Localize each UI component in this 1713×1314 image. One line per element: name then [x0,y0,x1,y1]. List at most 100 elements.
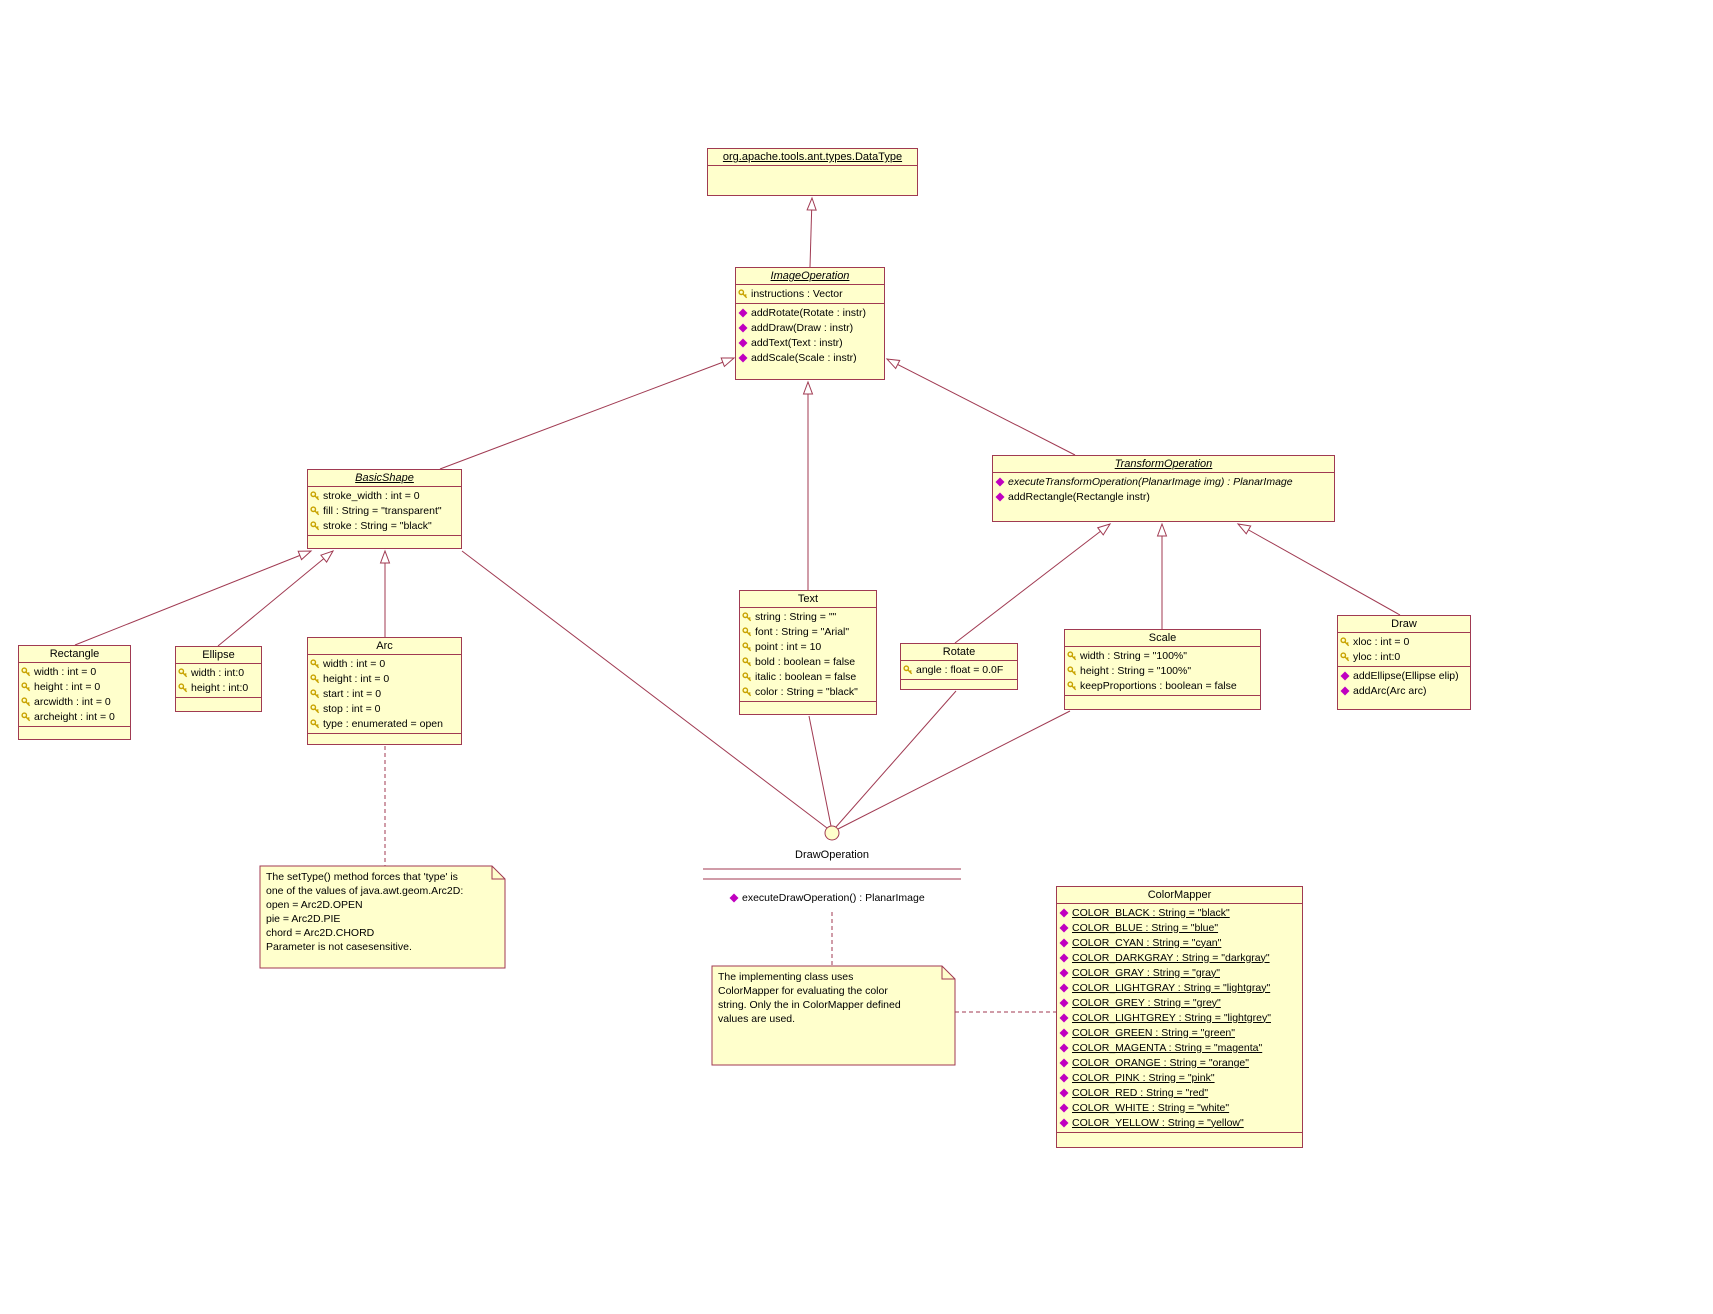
method-compartment: addEllipse(Ellipse elip)addArc(Arc arc) [1338,666,1470,709]
attribute-compartment: width : String = "100%"height : String =… [1065,646,1260,695]
attribute-row: stroke_width : int = 0 [308,488,461,503]
attribute-row: archeight : int = 0 [19,709,130,724]
attribute-row: width : int = 0 [308,656,461,671]
attribute-key-icon [21,681,31,691]
method-row: executeTransformOperation(PlanarImage im… [993,474,1334,489]
method-diamond-icon [729,893,739,903]
attribute-row: height : String = "100%" [1065,663,1260,678]
attribute-label: width : int = 0 [34,665,97,678]
class-name: TransformOperation [1114,458,1213,470]
attribute-row: angle : float = 0.0F [901,662,1017,677]
colormapper-note-fold-icon [941,966,955,980]
method-row: addScale(Scale : instr) [736,350,884,365]
attribute-label: stroke : String = "black" [323,519,432,532]
attribute-row: xloc : int = 0 [1338,634,1470,649]
method-row: addEllipse(Ellipse elip) [1338,668,1470,683]
attribute-row: COLOR_PINK : String = "pink" [1057,1070,1302,1085]
edge-imageoperation-datatype [806,196,817,268]
attribute-label: font : String = "Arial" [755,625,850,638]
method-diamond-icon [995,492,1005,501]
colormapper-note[interactable]: The implementing class uses ColorMapper … [718,971,901,1025]
empty-compartment [1057,1132,1302,1147]
attribute-label: instructions : Vector [751,287,843,300]
attribute-key-icon [1067,665,1077,675]
class-name: ColorMapper [1147,889,1212,901]
attribute-label: color : String = "black" [755,685,858,698]
attribute-key-icon [310,490,320,500]
attribute-row: yloc : int:0 [1338,649,1470,664]
attribute-label: height : int = 0 [323,672,390,685]
method-row: addRotate(Rotate : instr) [736,305,884,320]
attribute-label: width : int:0 [191,666,245,679]
attribute-key-icon [738,288,748,298]
attribute-key-icon [742,656,752,666]
arc-note-fold-icon [491,866,505,880]
method-label: addScale(Scale : instr) [751,351,857,364]
edge-basicshape-drawoperation [461,550,828,829]
method-diamond-icon [738,338,748,347]
attribute-row: stroke : String = "black" [308,518,461,533]
interface-drawoperation-label[interactable]: DrawOperation [795,849,869,861]
edge-rotate-drawoperation [835,690,957,828]
attribute-label: string : String = "" [755,610,837,623]
attribute-label: width : int = 0 [323,657,386,670]
class-name: org.apache.tools.ant.types.DataType [722,151,903,163]
attribute-key-icon [742,686,752,696]
edge-basicshape-imageoperation [439,357,736,470]
method-diamond-icon [1059,968,1069,977]
attribute-row: width : int = 0 [19,664,130,679]
attribute-key-icon [742,641,752,651]
attribute-label: keepProportions : boolean = false [1080,679,1237,692]
attribute-key-icon [742,626,752,636]
attribute-key-icon [1067,680,1077,690]
interface-lollipop-icon[interactable] [824,825,840,841]
arc-note[interactable]: The setType() method forces that 'type' … [266,871,464,953]
attribute-label: COLOR_GREEN : String = "green" [1072,1026,1235,1039]
attribute-row: COLOR_RED : String = "red" [1057,1085,1302,1100]
attribute-compartment: string : String = "" font : String = "Ari… [740,607,876,701]
method-row: addDraw(Draw : instr) [736,320,884,335]
class-name: Draw [1391,618,1417,630]
edge-ellipse-basicshape [217,550,335,647]
attribute-label: stop : int = 0 [323,702,381,715]
class-name: BasicShape [355,472,414,484]
edge-text-drawoperation [808,715,832,827]
attribute-label: arcwidth : int = 0 [34,695,111,708]
method-row: addRectangle(Rectangle instr) [993,489,1334,504]
method-row: addText(Text : instr) [736,335,884,350]
attribute-row: point : int = 10 [740,639,876,654]
attribute-label: COLOR_CYAN : String = "cyan" [1072,936,1222,949]
method-diamond-icon [1059,1028,1069,1037]
edge-rotate-transformoperation [954,523,1112,644]
class-transformoperation[interactable]: TransformOperation executeTransformOperat… [992,455,1335,522]
attribute-label: archeight : int = 0 [34,710,115,723]
attribute-row: height : int:0 [176,680,261,695]
empty-compartment [1065,695,1260,709]
attribute-key-icon [903,664,913,674]
attribute-key-icon [310,703,320,713]
empty-compartment [176,697,261,711]
class-name: Arc [376,640,393,652]
method-diamond-icon [738,353,748,362]
method-diamond-icon [738,323,748,332]
attribute-key-icon [742,671,752,681]
class-datatype[interactable]: org.apache.tools.ant.types.DataType [707,148,918,196]
attribute-row: COLOR_LIGHTGRAY : String = "lightgray" [1057,980,1302,995]
method-label: addRectangle(Rectangle instr) [1008,490,1150,503]
attribute-key-icon [21,696,31,706]
empty-compartment [308,535,461,548]
